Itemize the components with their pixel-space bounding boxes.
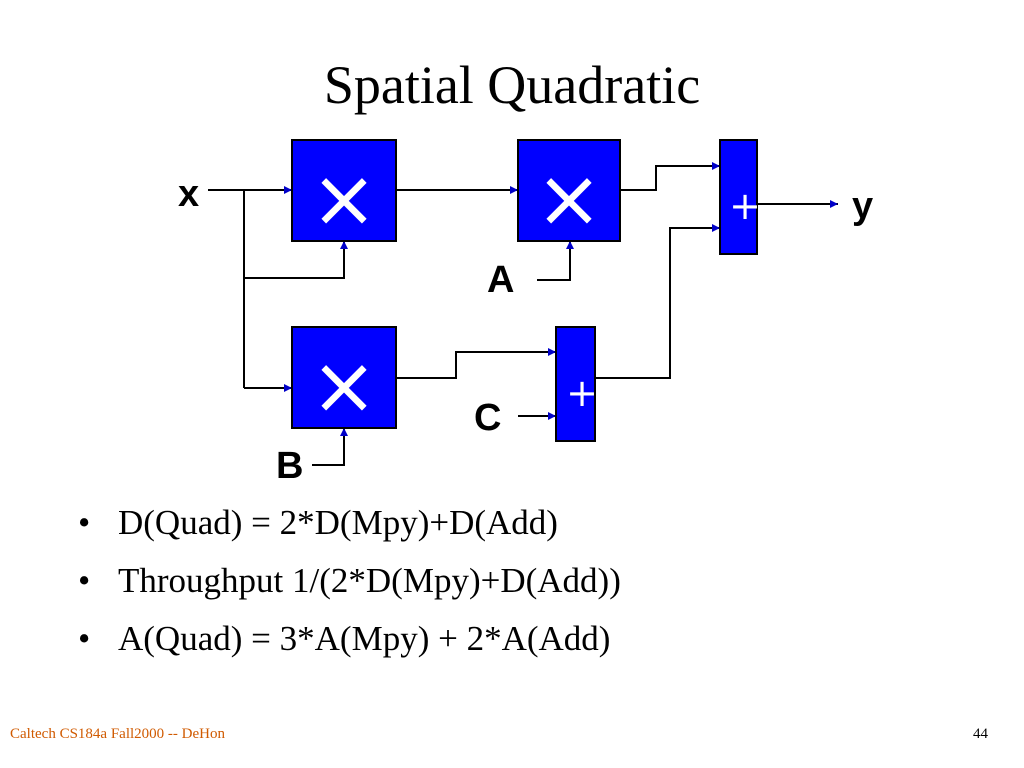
multiplier-3: × <box>291 326 397 432</box>
adder-output-symbol: + <box>729 184 761 228</box>
bullet-marker: • <box>78 619 91 658</box>
multiplier-1: × <box>291 139 397 245</box>
wire-mult3-to-add1 <box>396 348 556 379</box>
multiplier-1-symbol: × <box>310 152 377 245</box>
footer-credit: Caltech CS184a Fall2000 -- DeHon <box>10 726 225 742</box>
multiplier-3-symbol: × <box>310 339 377 432</box>
input-c-label: C <box>474 397 501 439</box>
multiplier-2-symbol: × <box>535 152 602 245</box>
slide-title: Spatial Quadratic <box>323 55 701 115</box>
adder-output-box <box>719 139 758 255</box>
adder-c-symbol: + <box>566 371 598 415</box>
bullet-item: • Throughput 1/(2*D(Mpy)+D(Add)) <box>78 556 621 614</box>
multiplier-3-box <box>291 326 397 429</box>
bullet-item: • A(Quad) = 3*A(Mpy) + 2*A(Add) <box>78 614 621 672</box>
bullet-marker: • <box>78 503 91 542</box>
input-b-label: B <box>276 445 303 487</box>
adder-c-box <box>555 326 596 442</box>
wire-a-to-mult2 <box>537 241 574 281</box>
wires <box>208 162 838 466</box>
multiplier-2: × <box>517 139 621 245</box>
bullet-marker: • <box>78 561 91 600</box>
wire-x-to-mult1-bottom <box>244 241 348 279</box>
multiplier-1-box <box>291 139 397 242</box>
wire-b-to-mult3 <box>312 428 348 466</box>
page-number: 44 <box>973 726 988 742</box>
input-x-label: x <box>178 173 199 215</box>
adder-c: + <box>555 326 598 442</box>
bullet-text: D(Quad) = 2*D(Mpy)+D(Add) <box>118 503 558 542</box>
adder-output: + <box>719 139 761 255</box>
input-a-label: A <box>487 259 514 301</box>
wire-add1-to-add2 <box>595 224 720 379</box>
bullet-list: • D(Quad) = 2*D(Mpy)+D(Add) • Throughput 1… <box>78 498 621 672</box>
bullet-item: • D(Quad) = 2*D(Mpy)+D(Add) <box>78 498 621 556</box>
multiplier-2-box <box>517 139 621 242</box>
bullet-text: A(Quad) = 3*A(Mpy) + 2*A(Add) <box>118 619 611 658</box>
wire-mult2-to-add2 <box>620 162 720 191</box>
output-y-label: y <box>852 185 873 227</box>
bullet-text: Throughput 1/(2*D(Mpy)+D(Add)) <box>118 561 621 600</box>
